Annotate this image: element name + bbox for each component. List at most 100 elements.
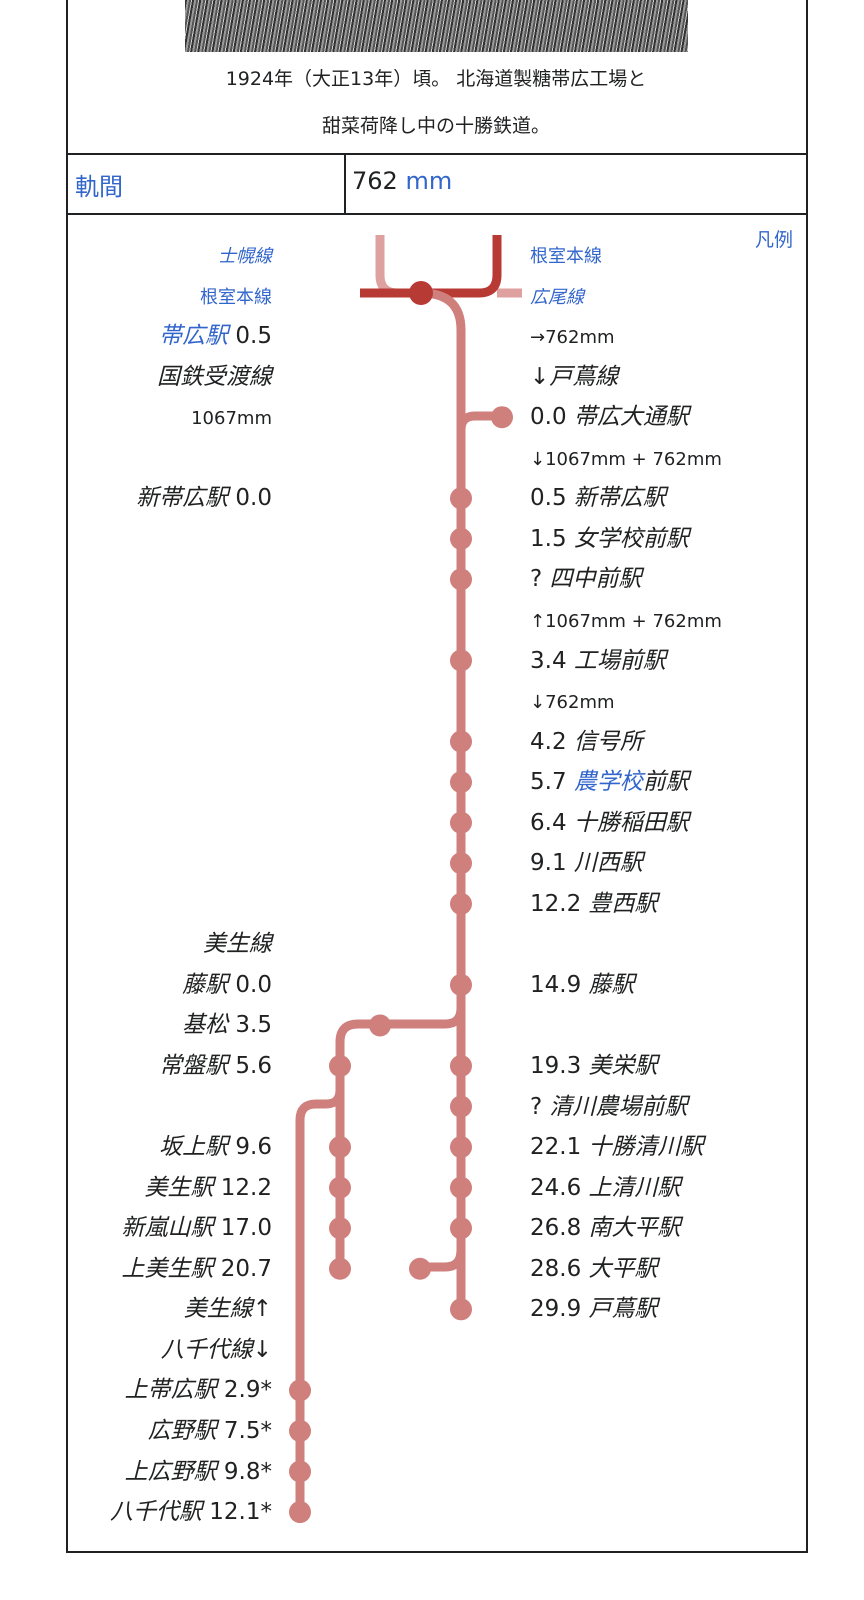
left-label: 新嵐山駅 17.0 (121, 1214, 272, 1242)
right-label: ? 清川農場前駅 (530, 1093, 688, 1121)
left-label: 美生線↑ (184, 1295, 272, 1323)
label-text: 1.5 (530, 525, 574, 552)
label-text: 八千代線↓ (160, 1336, 272, 1363)
label-text: 12.2 (213, 1174, 272, 1201)
station-dot (450, 649, 472, 672)
station-dot (329, 1257, 351, 1280)
label-text: ? (530, 1093, 550, 1120)
label-text: ? (530, 566, 550, 593)
right-label: 12.2 豊西駅 (530, 890, 658, 918)
right-label: 3.4 工場前駅 (530, 647, 666, 675)
gauge-label-link[interactable]: 軌間 (75, 173, 123, 201)
photo[interactable] (185, 0, 688, 52)
label-text: 上清川駅 (588, 1174, 681, 1201)
right-label: 広尾線 (530, 282, 584, 312)
label-text: 基松 (182, 1012, 229, 1039)
right-label: ↓1067mm + 762mm (530, 444, 722, 474)
label-text: 大平駅 (588, 1255, 658, 1282)
label-text: 0.0 (228, 485, 272, 512)
label-text: 美栄駅 (588, 1053, 658, 1079)
label-link[interactable]: 根室本線 (200, 286, 272, 308)
right-label: 4.2 信号所 (530, 728, 643, 756)
label-text: 19.3 (530, 1053, 589, 1079)
label-text: 0.0 (530, 404, 574, 431)
label-text: 豊西駅 (588, 890, 658, 917)
label-text: 4.2 (530, 728, 574, 755)
label-text: 国鉄受渡線 (157, 363, 272, 390)
station-dot (450, 973, 472, 996)
mm-link[interactable]: mm (405, 167, 453, 195)
station-dot (450, 730, 472, 753)
label-text: 信号所 (573, 728, 643, 755)
right-label: 26.8 南大平駅 (530, 1214, 681, 1242)
station-dot (329, 1217, 351, 1240)
label-link[interactable]: 農学校 (573, 769, 643, 796)
label-link[interactable]: 士幌線 (218, 246, 272, 267)
label-text: 5.7 (530, 769, 574, 796)
right-label: 29.9 戸蔦駅 (530, 1295, 658, 1323)
label-text: 清川農場前駅 (549, 1093, 688, 1120)
label-text: 美生駅 (144, 1174, 214, 1201)
left-label: 国鉄受渡線 (157, 363, 272, 391)
right-label: 14.9 藤駅 (530, 971, 635, 999)
right-label: ↑1067mm + 762mm (530, 606, 722, 636)
legend-link[interactable]: 凡例 (755, 229, 794, 251)
label-text: 17.0 (213, 1215, 272, 1242)
label-text: 3.4 (530, 647, 574, 674)
label-text: 川西駅 (573, 850, 643, 877)
station-dot (450, 852, 472, 875)
caption-line-2: 甜菜荷降し中の十勝鉄道。 (321, 115, 550, 137)
label-text: 9.1 (530, 850, 574, 877)
left-label: 帯広駅 0.5 (159, 322, 272, 350)
right-label: 根室本線 (530, 241, 602, 271)
station-dot (289, 1460, 311, 1483)
label-text: 24.6 (530, 1174, 589, 1201)
label-text: 28.6 (530, 1255, 589, 1282)
label-text: 26.8 (530, 1215, 589, 1242)
right-label: 5.7 農学校前駅 (530, 768, 689, 796)
right-label: ↓戸蔦線 (530, 363, 618, 391)
label-link[interactable]: 広尾線 (530, 286, 584, 308)
left-label: 新帯広駅 0.0 (136, 484, 272, 512)
right-label: 0.5 新帯広駅 (530, 484, 666, 512)
station-dot (450, 1217, 472, 1240)
label-text: 9.6 (228, 1134, 272, 1161)
left-label: 根室本線 (200, 282, 272, 312)
label-text: 四中前駅 (549, 566, 642, 593)
label-link[interactable]: 根室本線 (530, 246, 602, 267)
right-label: 1.5 女学校前駅 (530, 525, 689, 553)
left-label: 常盤駅 5.6 (159, 1052, 272, 1080)
right-label: ↓762mm (530, 687, 615, 717)
nemuro-main-line (360, 235, 502, 298)
label-text: 藤駅 (182, 971, 229, 998)
station-dot (450, 487, 472, 510)
caption-line-1: 1924年（大正13年）頃。 北海道製糖帯広工場と (225, 68, 647, 90)
right-label: 0.0 帯広大通駅 (530, 403, 689, 431)
station-dot (329, 1055, 351, 1077)
label-text: 29.9 (530, 1296, 589, 1323)
station-dot (409, 1257, 431, 1280)
label-text: 2.9* (216, 1377, 272, 1404)
label-text: 0.5 (530, 485, 574, 512)
label-text: 新帯広駅 (573, 485, 666, 512)
label-text: 広野駅 (147, 1417, 217, 1444)
ohira-spur (420, 1240, 466, 1272)
label-text: ↑1067mm + 762mm (530, 610, 722, 632)
left-label: 1067mm (191, 403, 272, 433)
right-label: 6.4 十勝稲田駅 (530, 809, 689, 837)
label-text: 3.5 (228, 1012, 272, 1039)
label-text: 12.2 (530, 890, 589, 917)
station-dot (450, 892, 472, 915)
label-text: 戸蔦駅 (588, 1296, 658, 1323)
label-link[interactable]: 帯広駅 (159, 323, 229, 350)
label-text: 7.5* (216, 1417, 272, 1444)
label-text: 前駅 (642, 769, 689, 796)
station-dot (491, 406, 513, 429)
right-label: 28.6 大平駅 (530, 1255, 658, 1283)
label-text: 14.9 (530, 971, 589, 998)
station-dot (369, 1014, 391, 1037)
label-text: →762mm (530, 327, 615, 349)
left-label: 士幌線 (218, 241, 272, 271)
left-label: 上美生駅 20.7 (121, 1255, 272, 1283)
